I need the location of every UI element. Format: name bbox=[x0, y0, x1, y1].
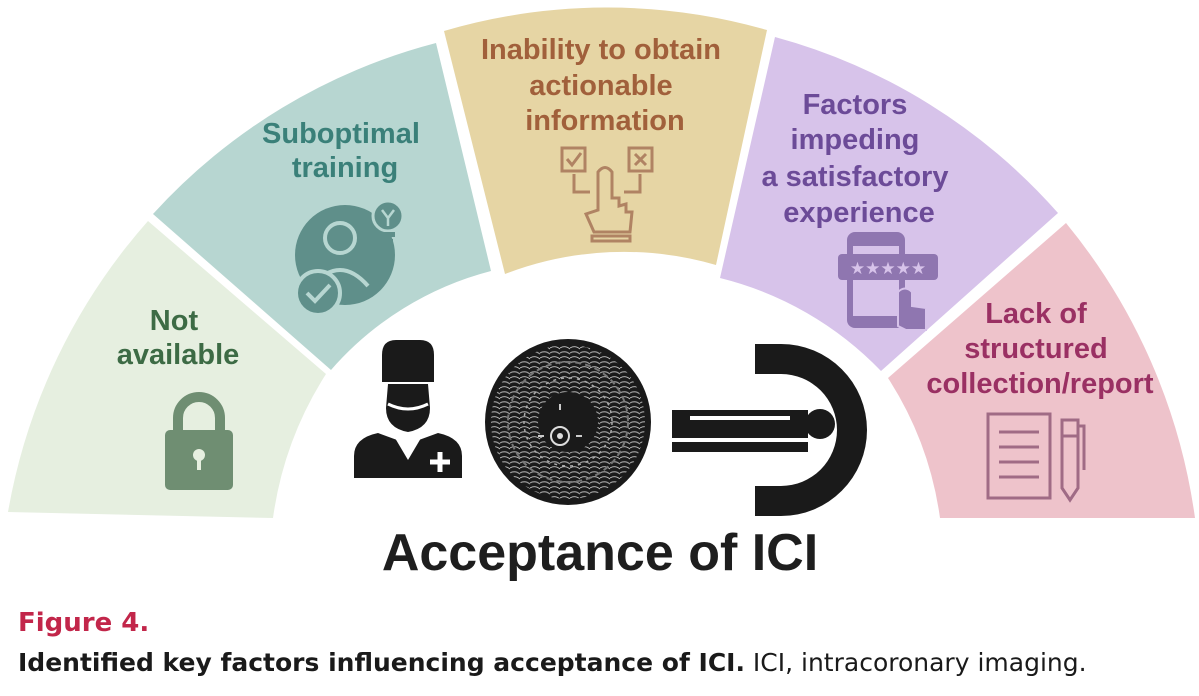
segment-actionable-information: Inability to obtain actionable informati… bbox=[444, 7, 767, 274]
segment-label: Inability to obtain actionable informati… bbox=[481, 34, 729, 137]
figure-caption-bold: Identified key factors influencing accep… bbox=[18, 648, 745, 677]
segment-label-line: actionable bbox=[529, 70, 672, 102]
padlock-icon bbox=[165, 392, 233, 490]
segment-band bbox=[444, 7, 767, 274]
segment-label-line: a satisfactory bbox=[761, 161, 948, 193]
phone-rating-icon: ★★★★★ bbox=[838, 232, 938, 331]
hand-choice-icon bbox=[560, 146, 654, 243]
segment-label: Not available bbox=[117, 305, 240, 371]
segment-suboptimal-training: Suboptimal training bbox=[153, 43, 491, 370]
segment-label-line: training bbox=[292, 152, 398, 184]
diagram-title: Acceptance of ICI bbox=[382, 524, 818, 582]
segment-label: Lack of structured collection/report bbox=[926, 298, 1154, 400]
document-pen-icon bbox=[986, 412, 1086, 503]
segment-label-line: information bbox=[525, 105, 685, 137]
segment-band bbox=[8, 221, 326, 518]
segment-label-line: collection/report bbox=[926, 368, 1154, 400]
segment-label: Suboptimal training bbox=[262, 118, 428, 184]
segment-band bbox=[888, 223, 1195, 518]
segment-label-line: Lack of bbox=[985, 298, 1087, 330]
segment-band bbox=[153, 43, 491, 370]
intravascular-image-icon bbox=[485, 339, 651, 505]
segment-label-line: impeding bbox=[791, 124, 920, 156]
segment-band bbox=[720, 37, 1058, 371]
segment-satisfactory-experience: Factors impeding a satisfactory experien… bbox=[720, 37, 1058, 371]
segment-label-line: Not bbox=[150, 305, 199, 337]
segment-label-line: Suboptimal bbox=[262, 118, 420, 150]
doctor-icon bbox=[354, 340, 462, 478]
segment-label-line: available bbox=[117, 339, 240, 371]
figure-label: Figure 4. bbox=[18, 608, 150, 638]
patient-scanner-icon bbox=[672, 344, 867, 516]
svg-text:★★★★★: ★★★★★ bbox=[850, 259, 926, 279]
segment-structured-collection: Lack of structured collection/report bbox=[888, 223, 1195, 518]
figure-caption: Identified key factors influencing accep… bbox=[18, 648, 1087, 677]
segment-label-line: Inability to obtain bbox=[481, 34, 721, 66]
figure-caption-rest: ICI, intracoronary imaging. bbox=[744, 648, 1087, 677]
person-lightbulb-icon bbox=[294, 199, 405, 317]
segment-not-available: Not available bbox=[8, 221, 326, 518]
segment-label-line: Factors bbox=[803, 89, 908, 121]
segment-label-line: experience bbox=[783, 197, 935, 229]
segment-label: Factors impeding a satisfactory experien… bbox=[761, 89, 956, 229]
segment-label-line: structured bbox=[964, 333, 1107, 365]
